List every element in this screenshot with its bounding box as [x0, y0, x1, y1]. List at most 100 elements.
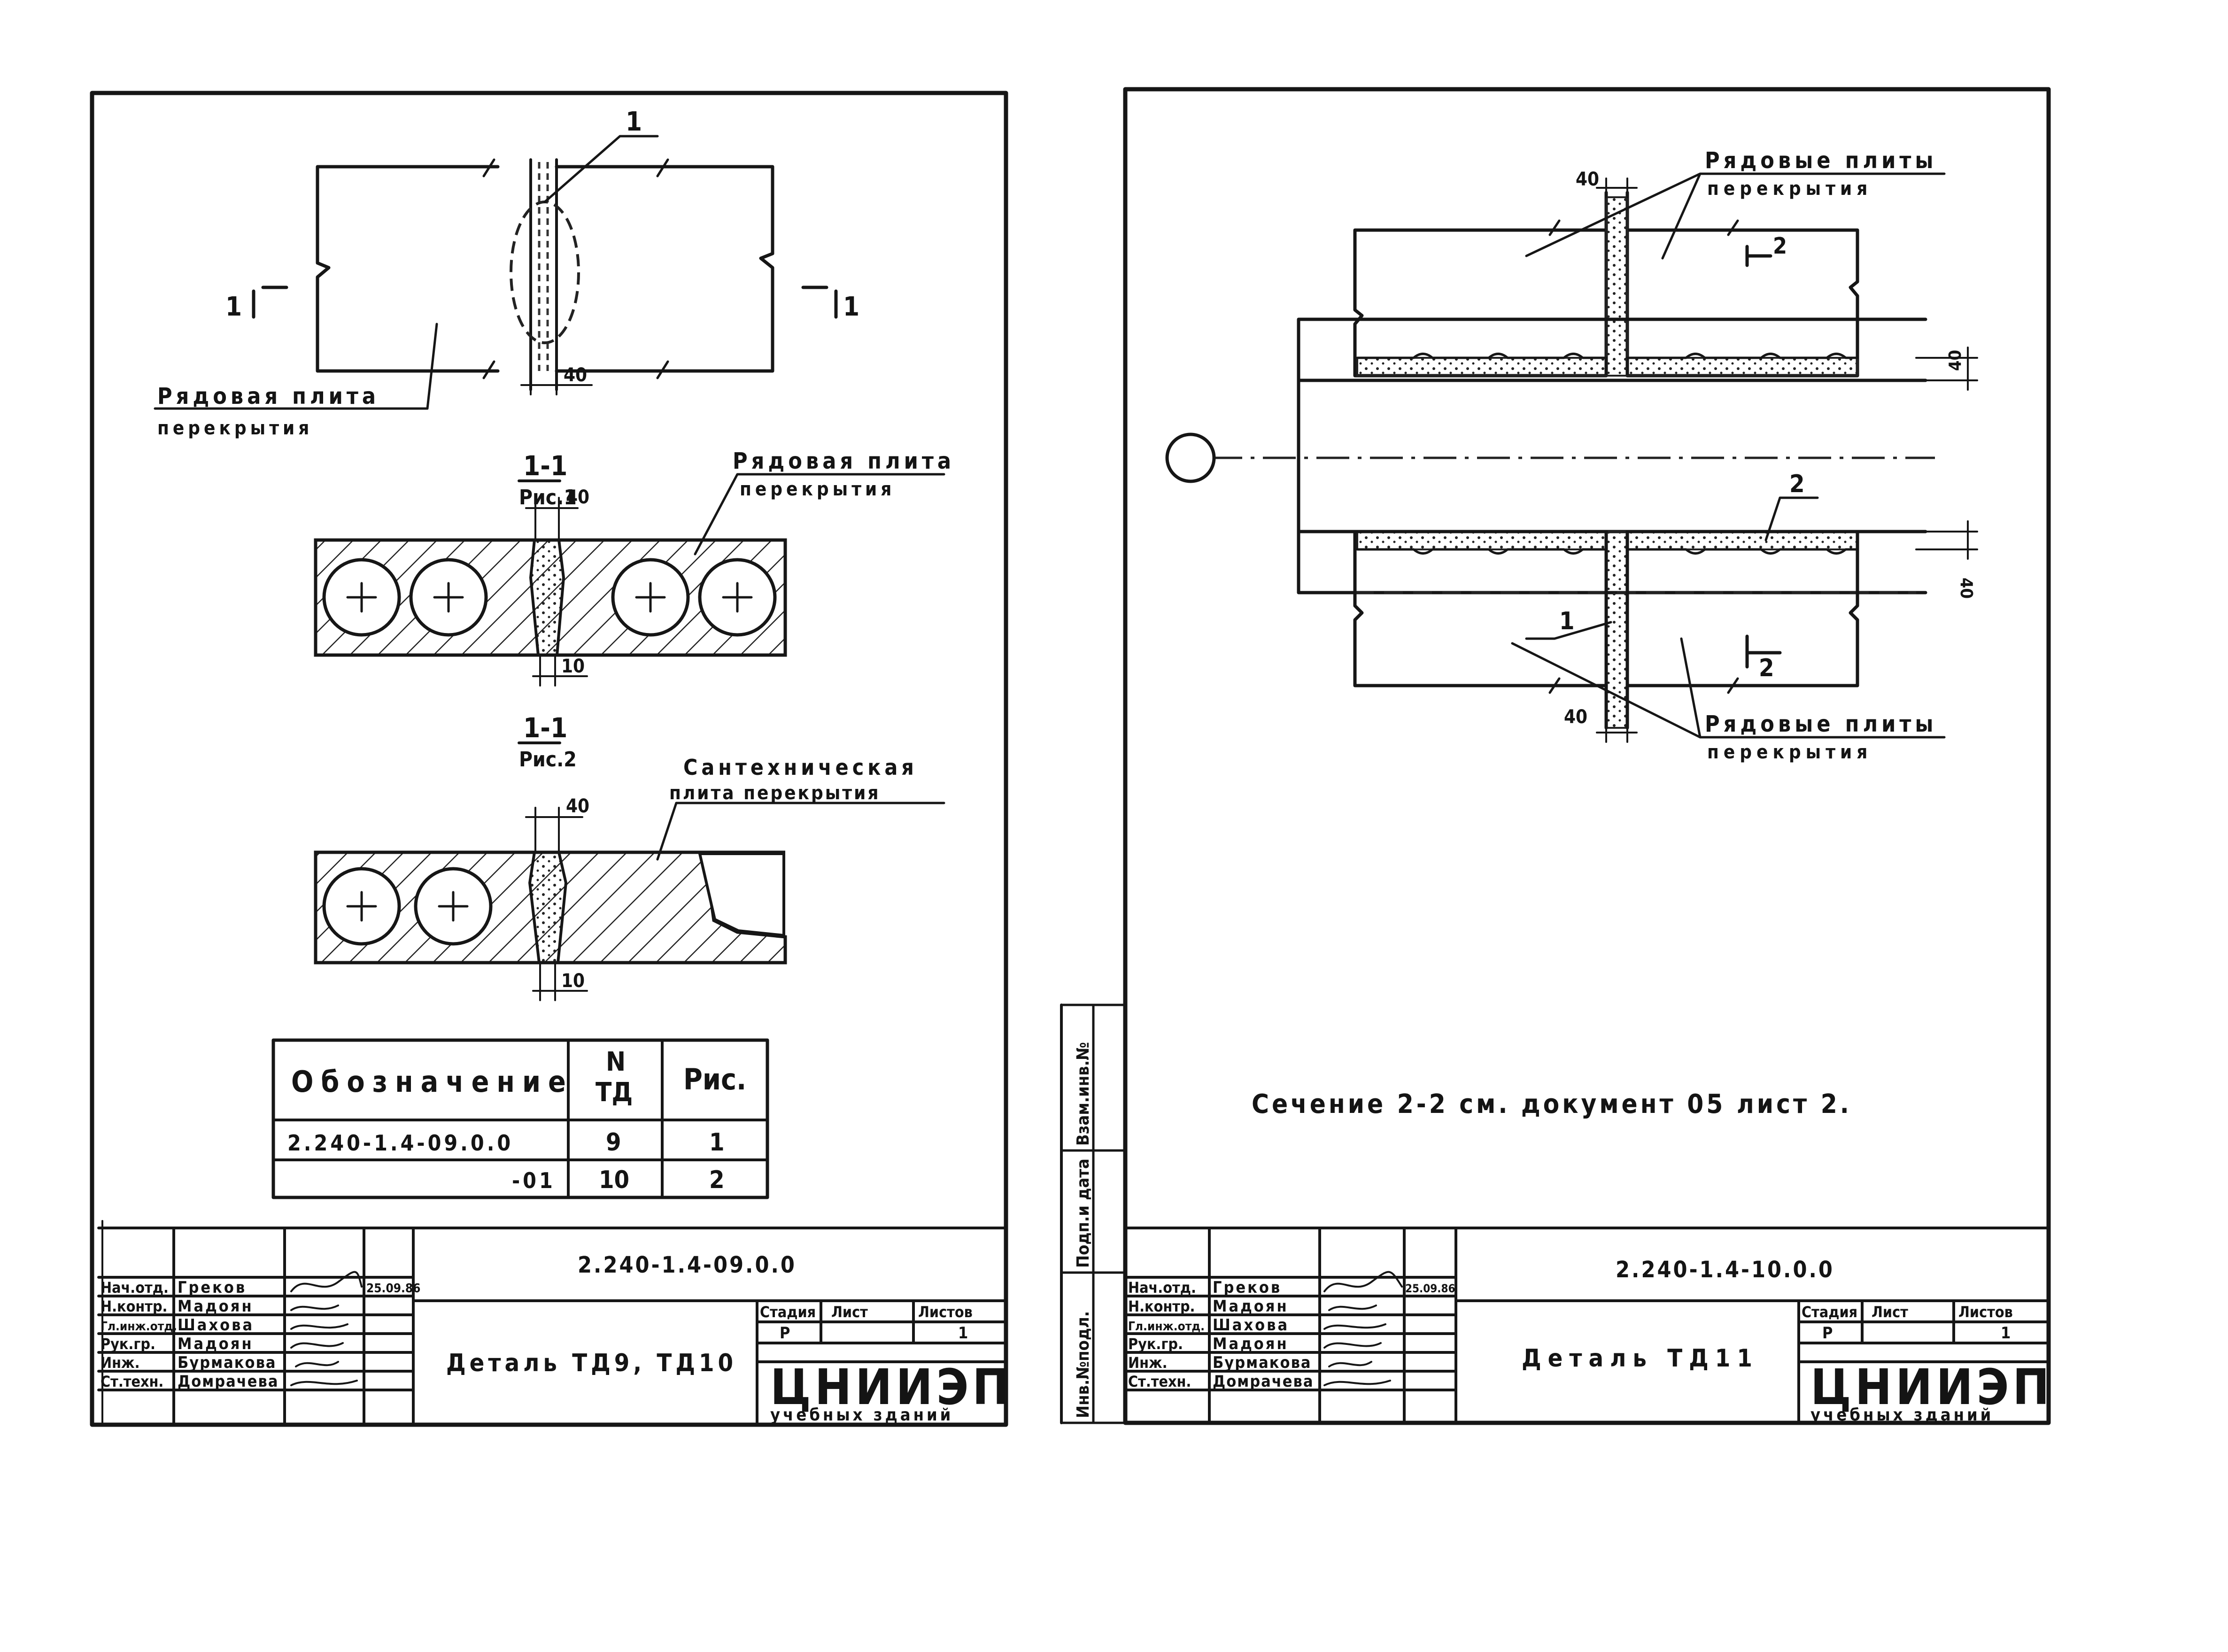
fig1-slab-label-line1: Рядовая плита: [157, 383, 379, 409]
section1-label-leader: [694, 473, 945, 556]
sheet-right-side-stamp-grid: [1060, 1004, 1127, 1424]
right-sheets-value: 1: [2001, 1324, 2011, 1343]
left-name-3: Шахова: [178, 1316, 254, 1335]
right-stage-header: Стадия: [1802, 1303, 1857, 1321]
side-stamp-replace-inv: Взам.инв.№: [1074, 1042, 1093, 1146]
section2-dimension-top: 40: [566, 795, 589, 817]
section2-label-line1: Сантехническая: [683, 755, 918, 780]
section2-title: 1-1: [523, 712, 567, 744]
td11-section-mark-top-number: 2: [1773, 233, 1787, 259]
section2-label-line2: плита перекрытия: [669, 782, 880, 804]
section1-joint-grout: [529, 539, 565, 656]
fig1-slab-right-outline: [555, 165, 774, 373]
left-sheet-header: Лист: [831, 1303, 868, 1321]
fig1-section-mark-right-number: 1: [843, 292, 859, 322]
section1-dimension-lines: [525, 497, 588, 687]
section1-label-line1: Рядовая плита: [733, 448, 955, 474]
left-name-4: Мадоян: [178, 1335, 254, 1353]
spec-table-row1-designation: 2.240-1.4-09.0.0: [287, 1130, 513, 1156]
left-name-5: Бурмакова: [178, 1353, 277, 1372]
section1-dimension-bottom: 10: [561, 656, 585, 677]
spec-table-grid: [272, 1039, 769, 1199]
right-name-2: Мадоян: [1213, 1297, 1289, 1316]
right-stage-value: Р: [1822, 1324, 1833, 1343]
section2-core-crosses: [346, 891, 469, 922]
section2-dimension-bottom: 10: [561, 970, 585, 992]
fig1-break-marks: [482, 158, 669, 379]
title-block-left: 2.240-1.4-09.0.0 Деталь ТД9, ТД10 25.09.…: [97, 1227, 1013, 1426]
section-1-fig1: 1-1 Рис.1 40 10 Рядовая плита перекрытия: [314, 448, 955, 687]
spec-table: Обозначение N ТД Рис. 2.240-1.4-09.0.0 9…: [271, 1038, 769, 1199]
left-name-2: Мадоян: [178, 1297, 254, 1316]
left-stamp-title: Деталь ТД9, ТД10: [446, 1349, 737, 1377]
spec-table-header-fig: Рис.: [683, 1062, 746, 1096]
left-role-3: Гл.инж.отд.: [101, 1320, 177, 1334]
left-name-6: Домрачева: [178, 1372, 279, 1391]
left-role-1: Нач.отд.: [101, 1279, 169, 1297]
td11-dimension-bottom-value: 40: [1564, 706, 1587, 728]
td11-dimension-top-value: 40: [1576, 169, 1599, 190]
fig1-joint-dimension-value: 40: [564, 364, 587, 386]
td11-lower-slab-outlines: [1353, 530, 1859, 730]
fig1-joint-infill: [538, 162, 549, 371]
fig1-slab-label-leader: [154, 323, 438, 410]
section2-label-leader: [656, 802, 945, 861]
side-stamp-inv-no: Инв.№подл.: [1074, 1311, 1093, 1418]
right-signatures: [1323, 1271, 1403, 1386]
section1-core-crosses: [346, 582, 753, 613]
td11-lower-key-profile: [1356, 548, 1859, 555]
left-role-2: Н.контр.: [101, 1297, 167, 1315]
left-doc-code: 2.240-1.4-09.0.0: [578, 1252, 797, 1278]
left-sheets-value: 1: [958, 1324, 968, 1343]
right-role-6: Ст.техн.: [1128, 1373, 1191, 1390]
td11-bottom-label-line2: перекрытия: [1707, 741, 1872, 763]
section1-title: 1-1: [523, 450, 567, 482]
td11-dimension-right-bottom-value: 40: [1957, 578, 1976, 599]
fig1-slab-left-outline: [316, 165, 500, 373]
td11-top-label-leaders: [1525, 172, 1946, 260]
td11-section-mark-bottom: [1745, 634, 1782, 669]
right-role-3: Гл.инж.отд.: [1128, 1320, 1205, 1334]
left-stage-value: Р: [780, 1324, 790, 1343]
fig1-callout-number: 1: [626, 107, 642, 137]
section1-label-line2: перекрытия: [740, 479, 895, 500]
td11-upper-key-profile: [1356, 353, 1859, 359]
right-role-2: Н.контр.: [1128, 1297, 1195, 1315]
fig1-plan-view: 1 1 1 40 Рядовая плита перекрытия: [154, 107, 859, 439]
spec-table-row1-fig: 1: [709, 1128, 725, 1157]
spec-table-row1-n: 9: [606, 1128, 621, 1157]
fig1-section-mark-left-number: 1: [225, 292, 242, 322]
sheet-right-frame: [1123, 87, 2051, 1425]
spec-table-row2-designation: -01: [512, 1168, 556, 1193]
td11-upper-grout-strip: [1356, 196, 1858, 377]
td11-bottom-label-leaders: [1511, 637, 1946, 739]
td11-top-label-line2: перекрытия: [1707, 178, 1872, 200]
section1-dimension-top: 40: [566, 486, 589, 508]
td11-callout-1-leader: [1525, 621, 1612, 640]
td11-dimension-bottom: [1596, 727, 1638, 743]
fig1-slab-label-line2: перекрытия: [157, 417, 313, 439]
right-name-6: Домрачева: [1213, 1372, 1314, 1391]
section1-subtitle: Рис.1: [519, 486, 577, 509]
td11-upper-slab-outlines: [1353, 191, 1859, 378]
title-block-left-grid: [97, 1227, 1007, 1426]
spec-table-header-designation: Обозначение: [291, 1065, 573, 1099]
td11-lower-break-marks: [1548, 677, 1739, 694]
td11-callout-2-leader: [1764, 496, 1819, 541]
right-stamp-date: 25.09.86: [1405, 1282, 1455, 1295]
left-role-5: Инж.: [101, 1354, 140, 1372]
td11-upper-break-marks: [1548, 219, 1739, 236]
td11-dimension-right-top-value: 40: [1946, 350, 1965, 371]
right-org-name: ЦНИИЭП: [1810, 1359, 2053, 1416]
section2-dimension-lines: [525, 807, 588, 1001]
left-org-name: ЦНИИЭП: [770, 1359, 1013, 1416]
fig1-section-mark-right: [801, 286, 838, 319]
sheet-right: Инв.№подл. Подп.и дата Взам.инв.№ 2 2 40: [1060, 87, 2053, 1425]
spec-table-row2-n: 10: [599, 1166, 629, 1194]
td11-note: Сечение 2-2 см. документ 05 лист 2.: [1252, 1089, 1852, 1119]
title-block-right: 2.240-1.4-10.0.0 Деталь ТД11 25.09.86 На…: [1124, 1227, 2053, 1425]
fig1-callout-leader: [543, 135, 659, 203]
right-doc-code: 2.240-1.4-10.0.0: [1616, 1257, 1834, 1283]
left-name-1: Греков: [178, 1278, 247, 1297]
right-role-1: Нач.отд.: [1128, 1279, 1196, 1297]
